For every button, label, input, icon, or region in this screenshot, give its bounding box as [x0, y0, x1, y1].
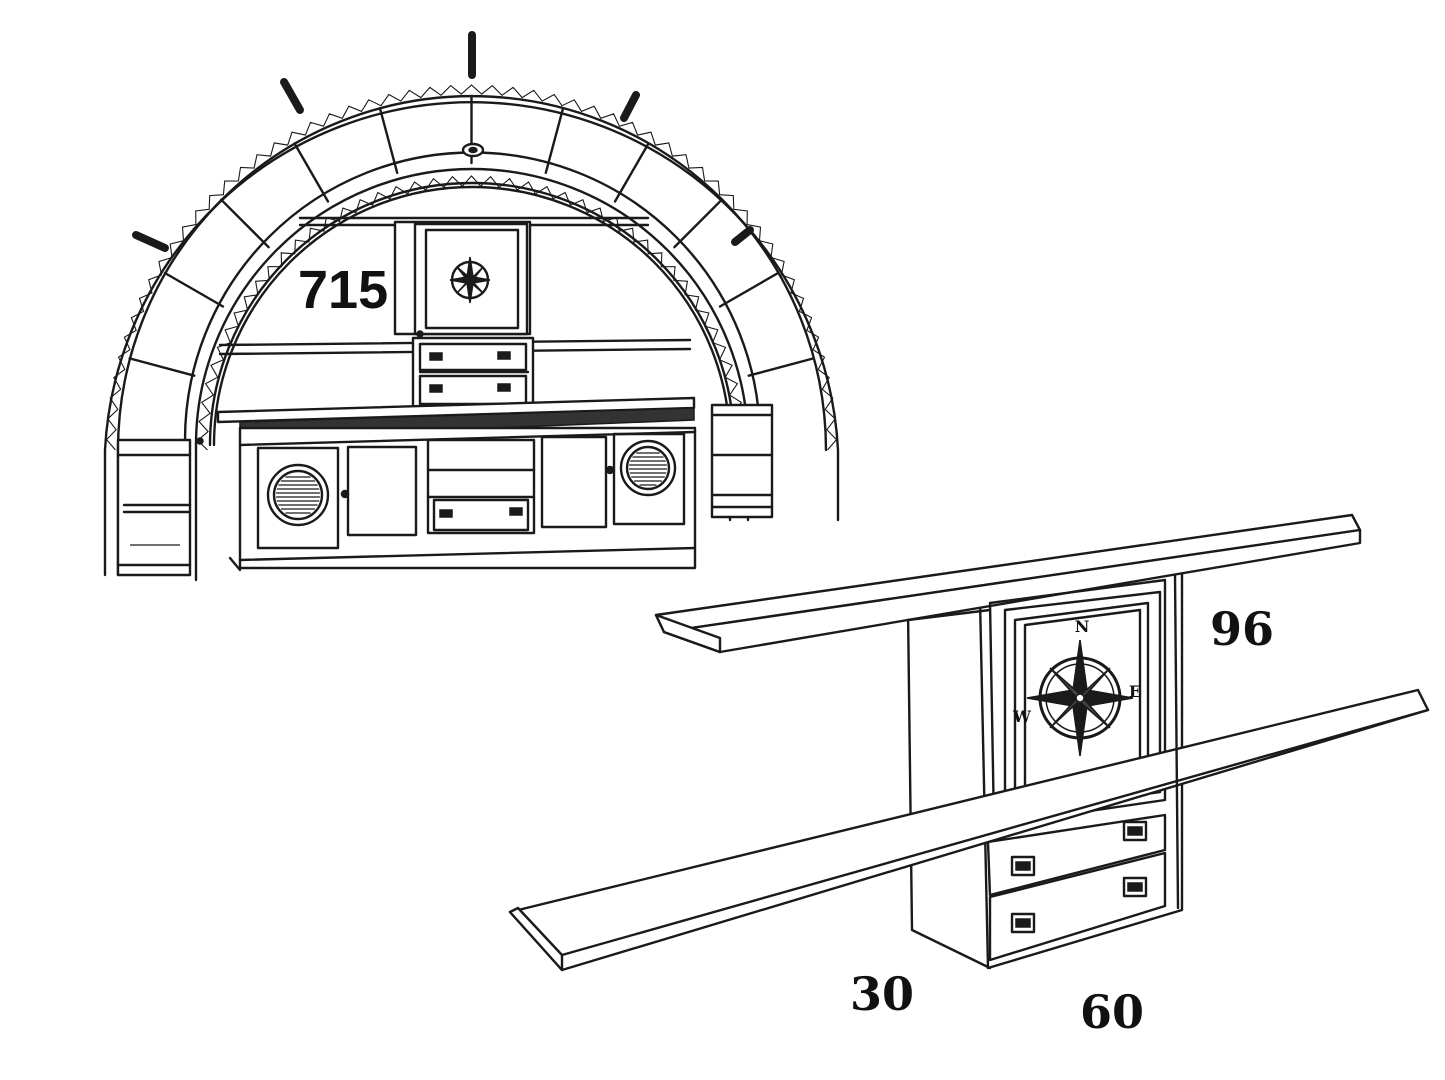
arch-divider — [378, 106, 399, 175]
arch-divider — [293, 142, 330, 203]
arch-unit-dimension-label: 715 — [298, 260, 388, 320]
truss-zigzag — [196, 175, 747, 451]
compass-shelf-unit: N S E W — [508, 513, 1430, 972]
arch-divider — [747, 357, 815, 377]
arch-divider — [128, 357, 196, 377]
arch-divider — [544, 106, 565, 175]
arch-shelf-dividers — [128, 94, 815, 377]
ship-wheel-handle-icon — [132, 31, 754, 252]
knob-icon — [340, 489, 350, 499]
truss-zigzag-outer — [105, 84, 838, 451]
arch-divider — [613, 142, 650, 203]
compass-east-label: E — [1129, 682, 1141, 701]
compass-north-label: N — [1075, 617, 1090, 636]
arch-divider — [718, 271, 780, 308]
arch-divider — [163, 271, 225, 308]
compass-rose-icon — [449, 256, 491, 304]
arch-truss-pattern — [105, 84, 838, 451]
shelf-height-dimension-label: 96 — [1210, 602, 1274, 656]
arch-divider — [673, 198, 723, 249]
compass-west-label: W — [1012, 707, 1032, 726]
drawer-handle-icon — [1010, 820, 1148, 934]
compass-rose-icon — [1026, 639, 1134, 757]
arch-divider — [219, 198, 270, 249]
porthole-vent-icon — [266, 439, 677, 527]
cabinet-width-dimension-label: 60 — [1080, 985, 1144, 1039]
arch-wall-unit — [103, 31, 840, 582]
shelf-depth-dimension-label: 30 — [850, 967, 914, 1021]
